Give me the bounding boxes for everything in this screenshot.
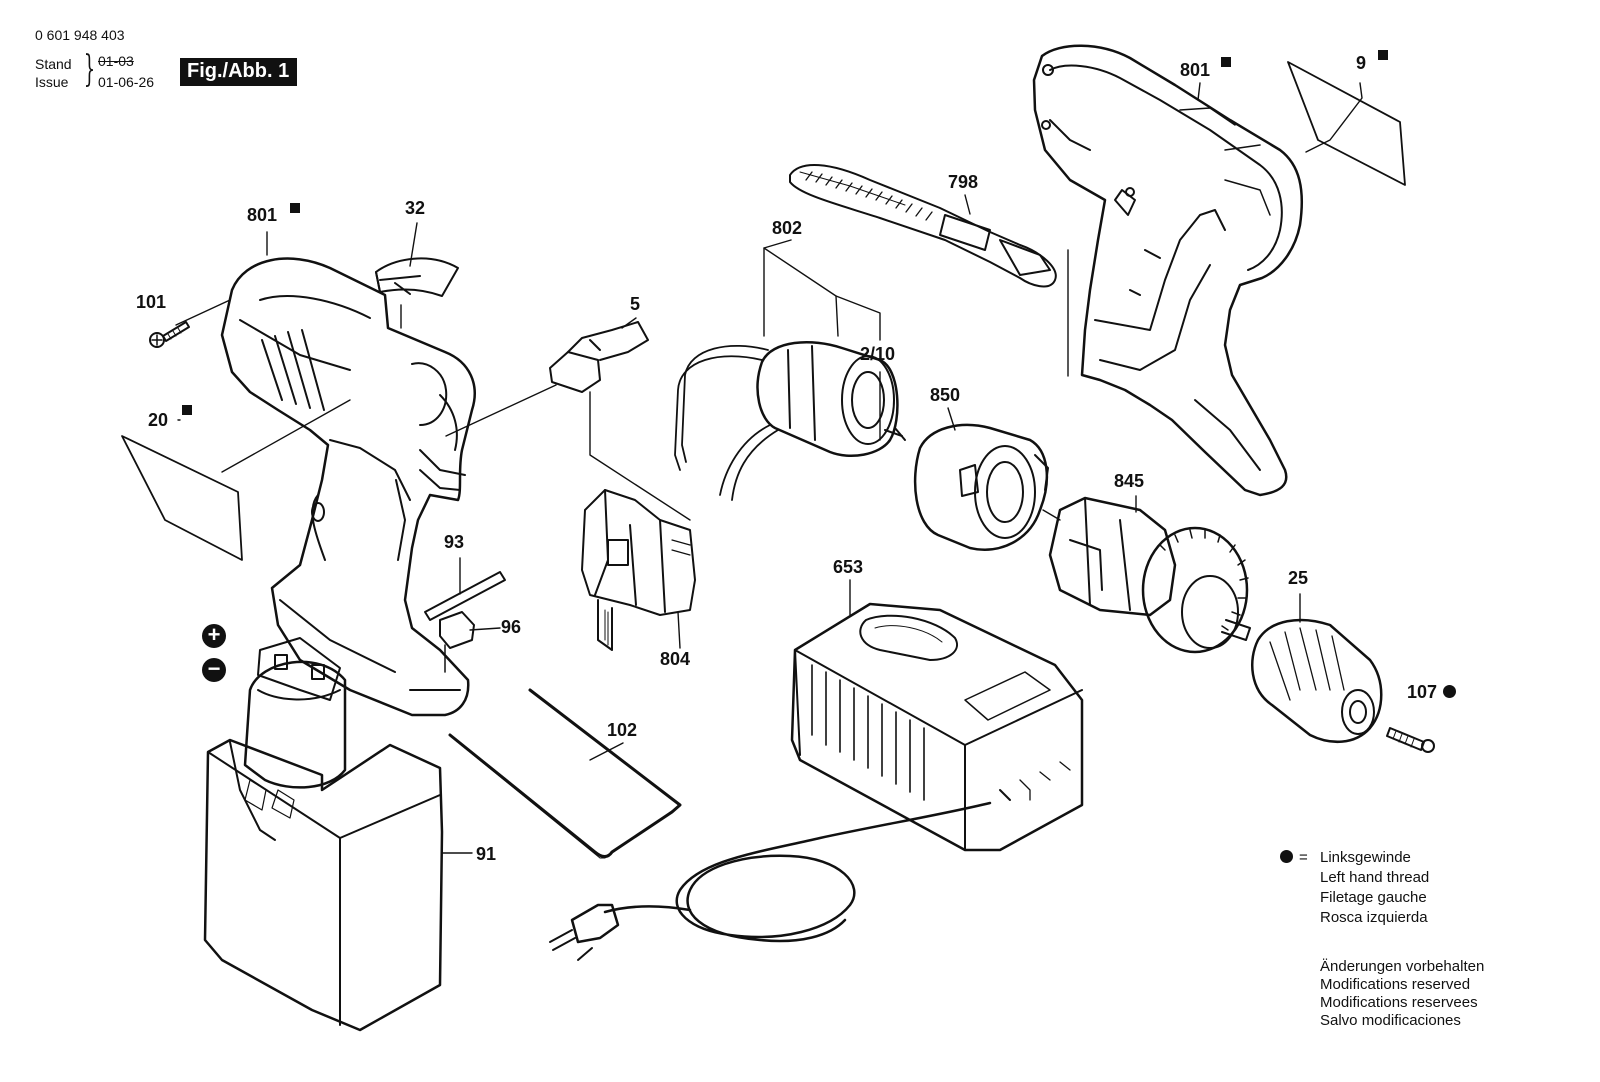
power-plug bbox=[549, 903, 620, 961]
gearbox-845 bbox=[1048, 496, 1251, 654]
legend-equals: = bbox=[1299, 849, 1308, 866]
part-label-802: 802 bbox=[772, 218, 803, 238]
minus-terminal-icon: − bbox=[202, 658, 226, 682]
chuck-25 bbox=[1251, 618, 1383, 744]
square-marker-icon bbox=[290, 203, 300, 213]
plate-20 bbox=[121, 435, 243, 561]
stand-value: 01-03 bbox=[98, 53, 134, 69]
motor-802 bbox=[674, 341, 906, 501]
part-label-653: 653 bbox=[833, 557, 864, 577]
part-label-96: 96 bbox=[501, 617, 522, 637]
part-label-102: 102 bbox=[607, 720, 638, 740]
legend-line: Left hand thread bbox=[1320, 869, 1430, 886]
plate-9 bbox=[1287, 61, 1406, 186]
square-marker-icon bbox=[182, 405, 192, 415]
part-label-32: 32 bbox=[405, 198, 426, 218]
switch-804 bbox=[581, 489, 696, 651]
part-label-801-left: 801 bbox=[247, 205, 278, 225]
housing-left-half bbox=[220, 257, 476, 717]
legend-line: Linksgewinde bbox=[1320, 849, 1411, 866]
part-label-804: 804 bbox=[660, 649, 691, 669]
switch-slider-5 bbox=[549, 321, 649, 393]
legend-line: Filetage gauche bbox=[1320, 889, 1427, 906]
part-label-2-10: 2/10 bbox=[860, 344, 896, 364]
notice-line: Modifications reserved bbox=[1320, 976, 1471, 993]
housing-right-half bbox=[1032, 44, 1304, 497]
part-label-91: 91 bbox=[476, 844, 497, 864]
dot-marker-icon bbox=[1280, 850, 1293, 863]
notice-line: Modifications reservees bbox=[1320, 994, 1478, 1011]
figure-label: Fig./Abb. 1 bbox=[180, 58, 298, 86]
brace-icon: } bbox=[83, 49, 96, 90]
cap-32 bbox=[375, 257, 459, 297]
legend-line: Rosca izquierda bbox=[1320, 909, 1428, 926]
part-label-93: 93 bbox=[444, 532, 465, 552]
part-label-25: 25 bbox=[1288, 568, 1309, 588]
part-label-107: 107 bbox=[1407, 682, 1438, 702]
screw-101 bbox=[149, 321, 190, 348]
issue-label: Issue bbox=[35, 74, 69, 90]
square-marker-icon bbox=[1221, 57, 1231, 67]
part-label-20: 20 bbox=[148, 410, 169, 430]
plus-terminal-icon: + bbox=[202, 624, 226, 648]
modifications-notice: Änderungen vorbehalten Modifications res… bbox=[1320, 958, 1484, 1030]
part-label-5: 5 bbox=[630, 294, 641, 314]
part-label-798: 798 bbox=[948, 172, 979, 192]
document-number: 0 601 948 403 bbox=[35, 27, 125, 43]
spring-93 bbox=[424, 571, 506, 621]
stand-label: Stand bbox=[35, 56, 72, 72]
charger-cable bbox=[675, 801, 992, 943]
part-label-801-right: 801 bbox=[1180, 60, 1211, 80]
part-label-850: 850 bbox=[930, 385, 961, 405]
issue-value: 01-06-26 bbox=[98, 74, 155, 90]
battery-pack-91 bbox=[203, 637, 444, 1032]
part-label-101: 101 bbox=[136, 292, 167, 312]
dot-marker-icon bbox=[1443, 685, 1456, 698]
notice-line: Änderungen vorbehalten bbox=[1320, 958, 1485, 975]
part-label-9: 9 bbox=[1356, 53, 1367, 73]
square-marker-icon bbox=[1378, 50, 1388, 60]
left-hand-thread-legend: Linksgewinde Left hand thread Filetage g… bbox=[1320, 848, 1429, 928]
leader-lines bbox=[175, 82, 1363, 854]
wire-102 bbox=[448, 688, 682, 858]
charger-653 bbox=[790, 602, 1084, 852]
notice-line: Salvo modificaciones bbox=[1320, 1012, 1461, 1029]
belt-clip-798 bbox=[789, 164, 1057, 288]
part-label-845: 845 bbox=[1114, 471, 1145, 491]
lock-96 bbox=[439, 611, 475, 673]
ring-gear-850 bbox=[913, 423, 1049, 551]
screw-107 bbox=[1386, 727, 1435, 753]
